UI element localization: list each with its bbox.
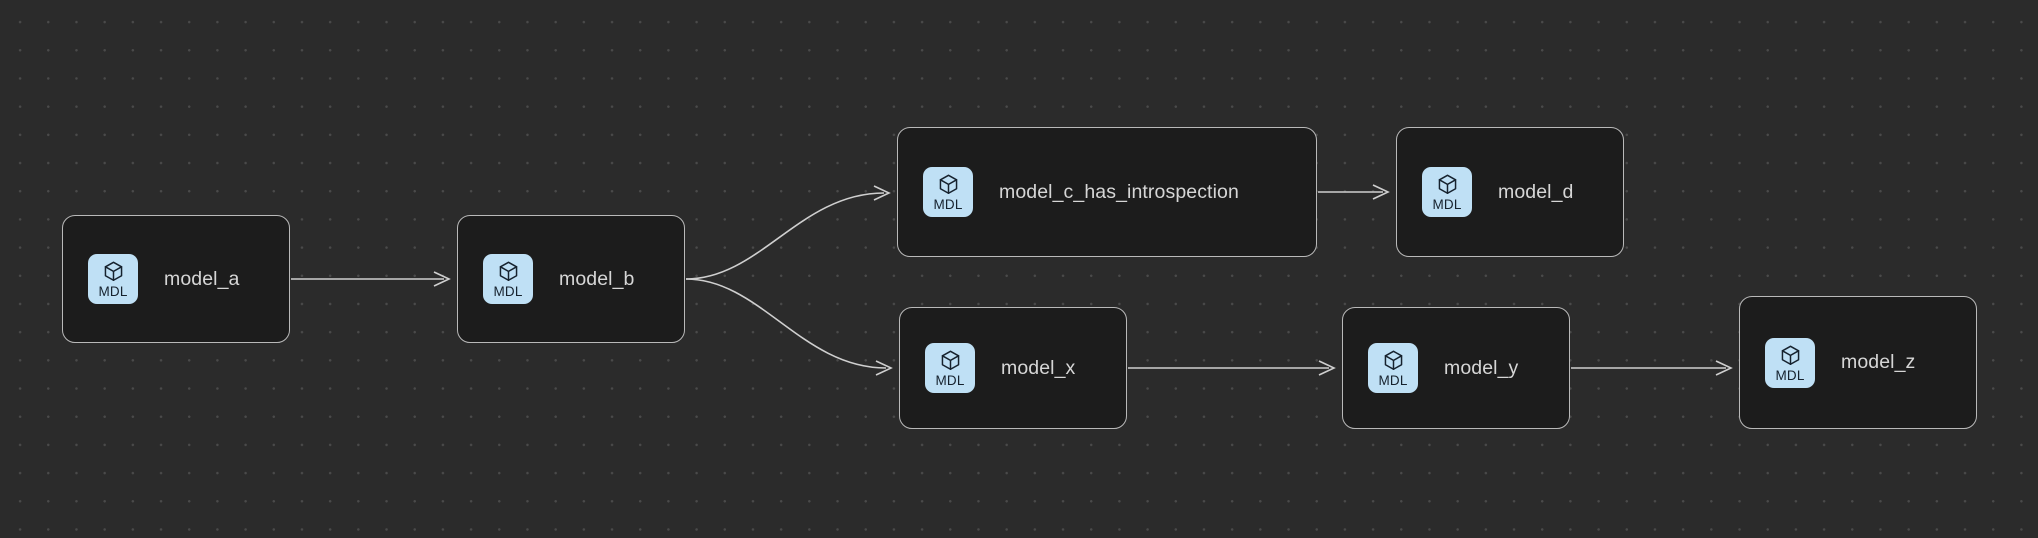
model-type-badge: MDL — [1422, 167, 1472, 217]
edge-model-y-to-model-z — [1571, 360, 1733, 376]
cube-icon — [939, 174, 957, 195]
node-label: model_y — [1444, 356, 1519, 379]
edge-model-a-to-model-b — [291, 271, 451, 287]
cube-icon — [104, 261, 122, 282]
model-type-badge: MDL — [1368, 343, 1418, 393]
model-type-badge: MDL — [88, 254, 138, 304]
edge-model-c-to-model-d — [1318, 184, 1390, 200]
cube-icon — [499, 261, 517, 282]
model-type-badge: MDL — [923, 167, 973, 217]
badge-label: MDL — [1378, 373, 1408, 389]
badge-label: MDL — [1432, 197, 1462, 213]
cube-icon — [1384, 350, 1402, 371]
badge-label: MDL — [1775, 367, 1805, 383]
node-model-z[interactable]: MDL model_z — [1739, 296, 1977, 429]
node-model-c-has-introspection[interactable]: MDL model_c_has_introspection — [897, 127, 1317, 257]
edge-model-x-to-model-y — [1128, 360, 1336, 376]
node-model-d[interactable]: MDL model_d — [1396, 127, 1624, 257]
cube-icon — [1781, 345, 1799, 365]
node-label: model_c_has_introspection — [999, 180, 1239, 203]
node-label: model_x — [1001, 356, 1076, 379]
node-label: model_b — [559, 267, 635, 290]
node-model-b[interactable]: MDL model_b — [457, 215, 685, 343]
badge-label: MDL — [933, 197, 963, 213]
badge-label: MDL — [98, 284, 128, 300]
model-type-badge: MDL — [1765, 337, 1815, 388]
node-label: model_a — [164, 267, 240, 290]
node-model-y[interactable]: MDL model_y — [1342, 307, 1570, 429]
node-model-a[interactable]: MDL model_a — [62, 215, 290, 343]
cube-icon — [941, 350, 959, 371]
model-type-badge: MDL — [483, 254, 533, 304]
edge-model-b-to-model-c — [685, 185, 891, 280]
badge-label: MDL — [935, 373, 965, 389]
model-type-badge: MDL — [925, 343, 975, 393]
edge-model-b-to-model-x — [685, 278, 893, 376]
badge-label: MDL — [493, 284, 523, 300]
node-model-x[interactable]: MDL model_x — [899, 307, 1127, 429]
node-label: model_z — [1841, 351, 1916, 373]
node-label: model_d — [1498, 180, 1574, 203]
cube-icon — [1438, 174, 1456, 195]
